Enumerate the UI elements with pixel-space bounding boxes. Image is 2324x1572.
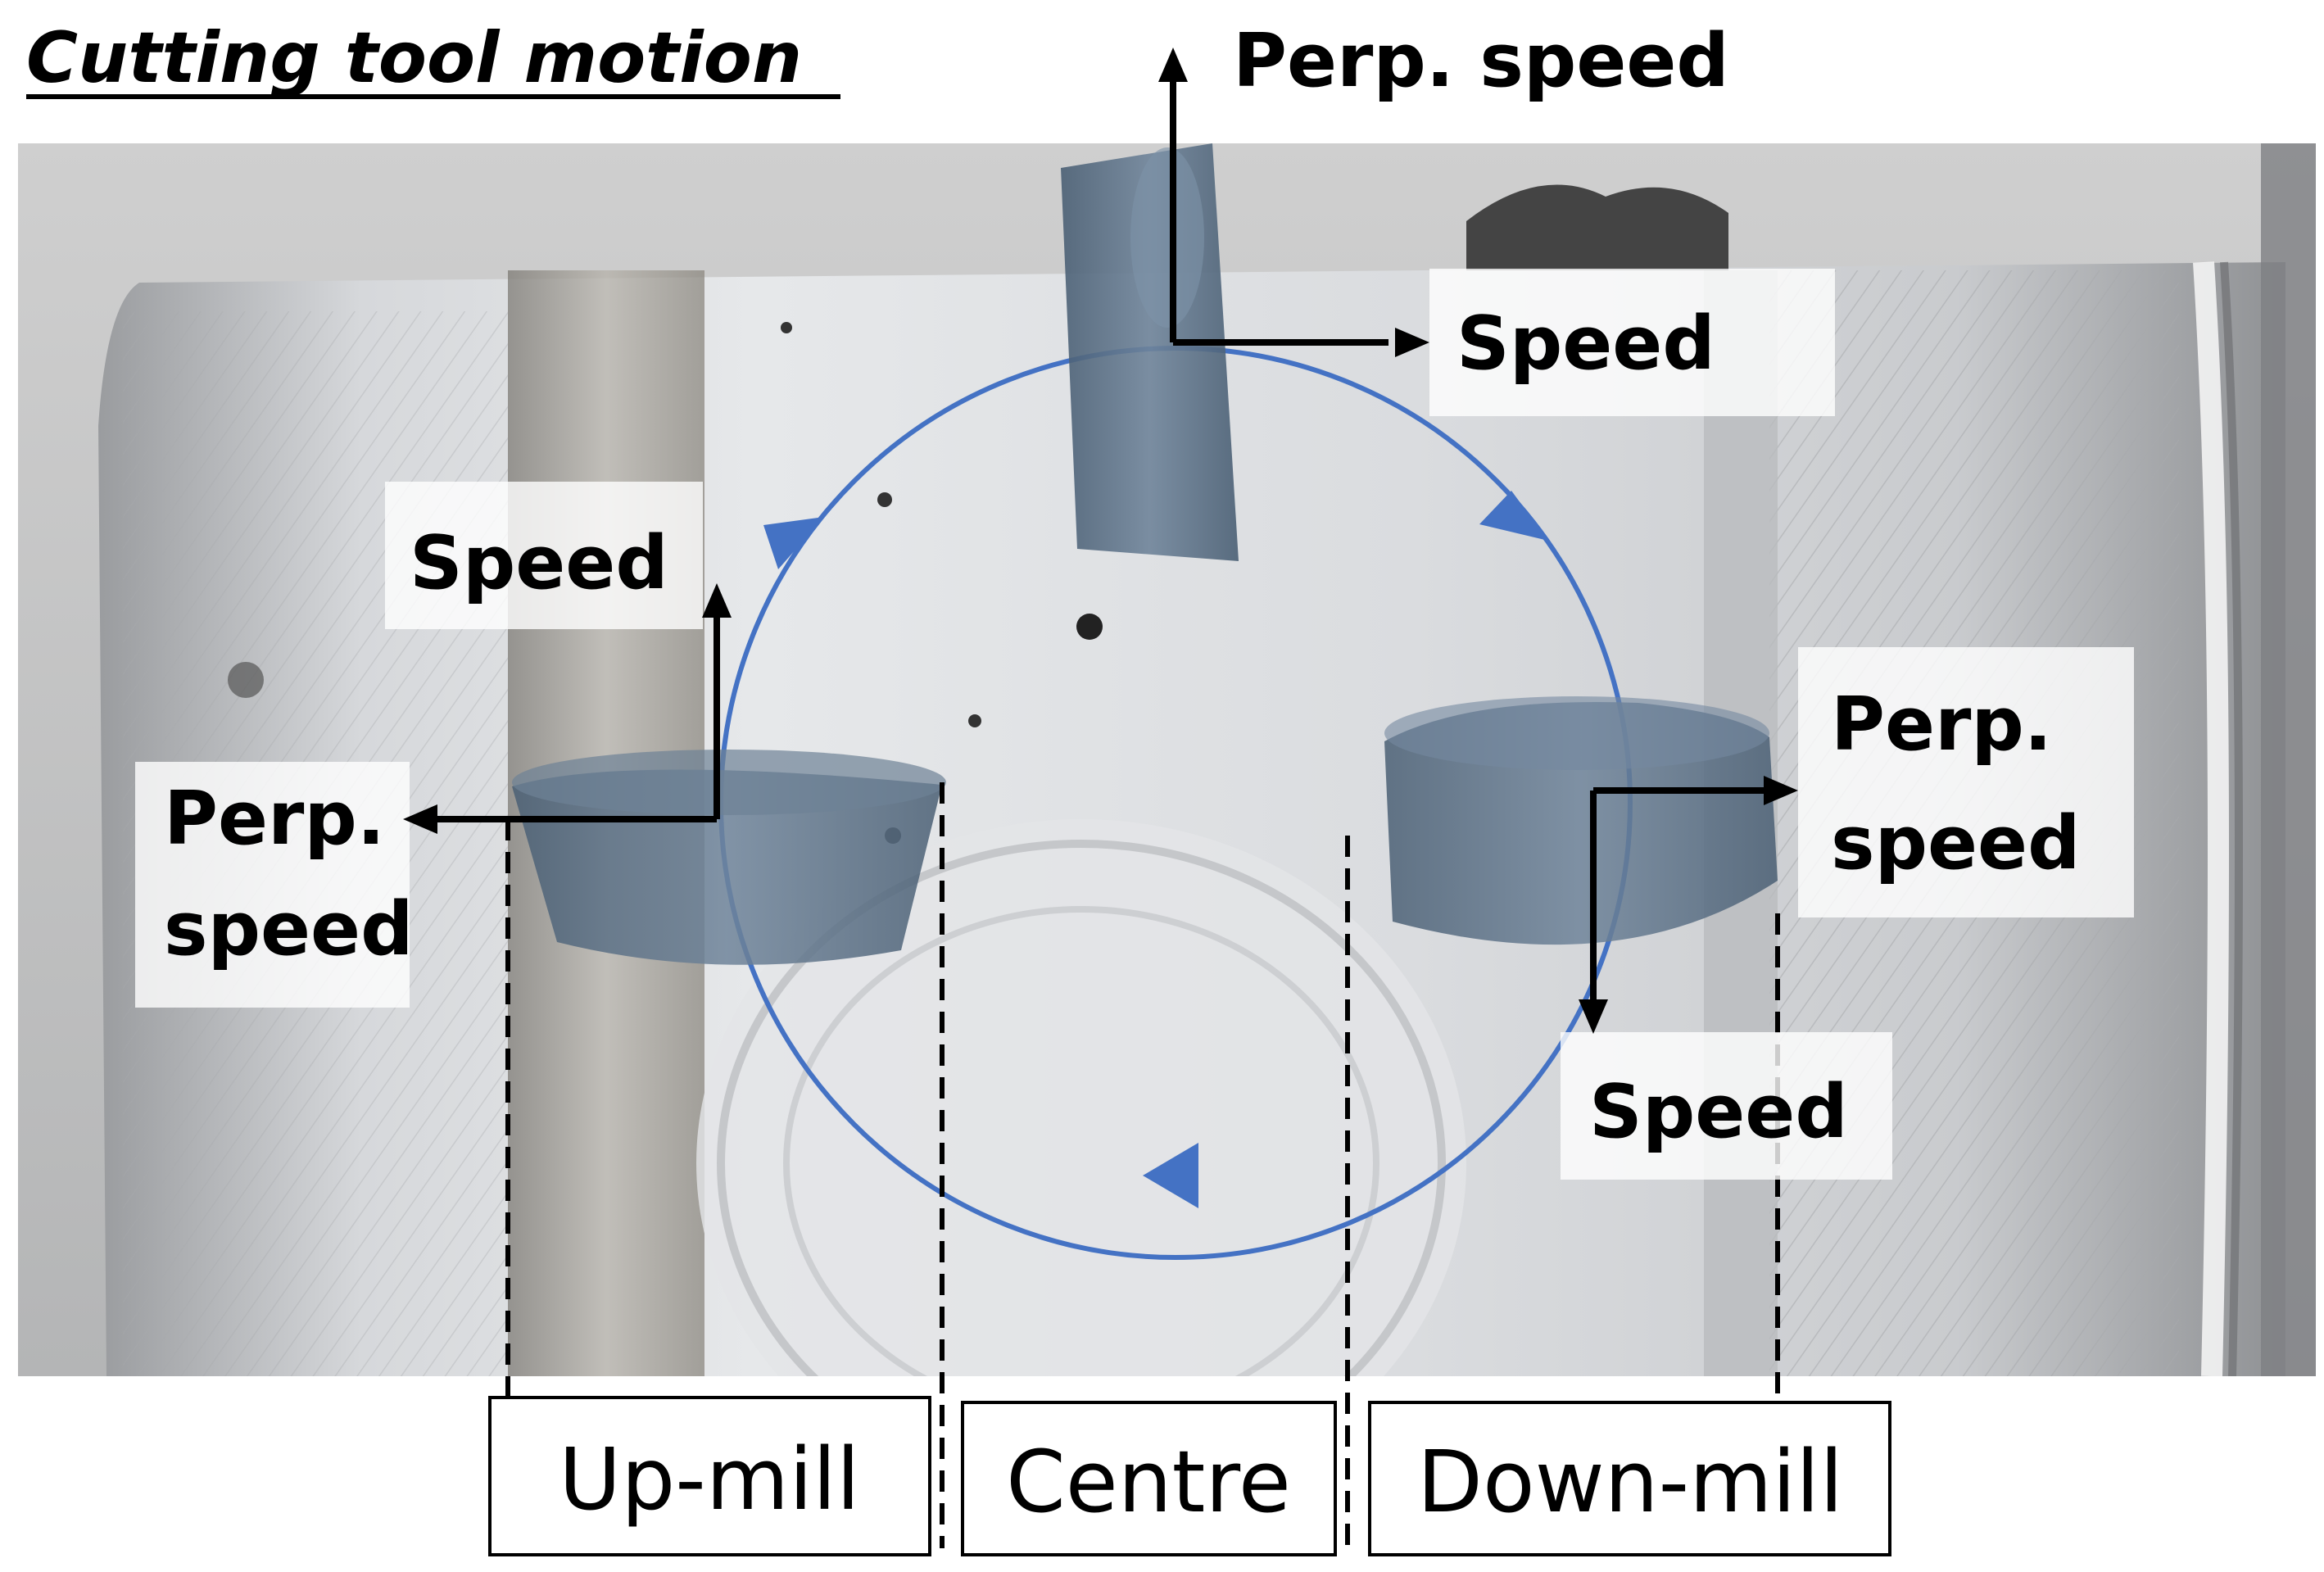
milled-arc-ring	[717, 840, 1446, 1376]
insert-right-top	[1384, 696, 1769, 770]
burr-debris	[1466, 184, 1728, 270]
label-left-speed: Speed	[410, 520, 668, 606]
arrowhead-left-perp	[403, 804, 437, 834]
insert-left	[512, 750, 946, 965]
insert-left-top	[512, 750, 946, 815]
title-group: Cutting tool motion	[26, 17, 840, 99]
arrowhead-top-perp	[1158, 48, 1188, 82]
arrowhead-right-perp	[1764, 776, 1798, 805]
label-bg-right-speed	[1561, 1032, 1892, 1180]
label-bg-right-perp	[1798, 647, 2134, 917]
label-bg-top-speed	[1429, 269, 1835, 416]
milled-arc-ring-inner	[783, 906, 1379, 1376]
debris-spot-3	[781, 322, 792, 333]
label-right-perp-line2: speed	[1831, 800, 2081, 886]
arrowhead-top-speed	[1395, 328, 1429, 357]
label-right-perp-line1: Perp.	[1831, 682, 2052, 768]
insert-top	[1061, 143, 1239, 561]
region-box-centre	[961, 1401, 1337, 1556]
debris-spot-4	[968, 714, 981, 727]
label-left-perp-line2: speed	[164, 886, 414, 972]
rotation-arrowhead-bottom	[1143, 1143, 1198, 1208]
weld-seam	[2193, 261, 2229, 1376]
region-box-up-mill	[488, 1396, 931, 1556]
label-right-speed: Speed	[1589, 1069, 1848, 1155]
label-left-perp-line1: Perp.	[164, 776, 385, 862]
label-backgrounds	[135, 269, 2134, 1180]
region-box-down-mill	[1368, 1401, 1891, 1556]
region-boxes: Up-mill Centre Down-mill	[488, 1396, 1891, 1556]
diagram-title: Cutting tool motion	[26, 17, 802, 99]
region-label-up-mill: Up-mill	[559, 1429, 860, 1529]
arrowhead-left-speed	[702, 583, 732, 618]
insert-top-face	[1130, 147, 1204, 328]
region-label-down-mill: Down-mill	[1417, 1432, 1843, 1532]
rotation-arrowhead-top-left	[763, 517, 824, 569]
debris-spot-2	[877, 492, 892, 507]
milled-arc-surface	[696, 819, 1466, 1376]
speed-labels: Perp. speed Speed Speed Perp. speed Perp…	[164, 18, 2081, 1155]
region-label-centre: Centre	[1006, 1432, 1291, 1532]
label-top-perp-speed: Perp. speed	[1233, 18, 1729, 104]
weld-seam-shadow	[2220, 261, 2243, 1376]
rotation-arrowhead-top-right	[1479, 491, 1548, 541]
velocity-arrows	[430, 74, 1769, 1003]
arrowhead-right-speed	[1579, 999, 1608, 1034]
label-bg-left-speed	[385, 482, 703, 629]
plate-edge-shadow	[2261, 143, 2316, 1376]
label-top-speed: Speed	[1456, 301, 1715, 387]
label-bg-left-perp	[135, 762, 410, 1008]
velocity-arrowheads	[403, 48, 1798, 1034]
debris-spot-1	[1076, 614, 1103, 640]
insert-right	[1384, 696, 1778, 945]
debris-spot-6	[228, 662, 264, 698]
